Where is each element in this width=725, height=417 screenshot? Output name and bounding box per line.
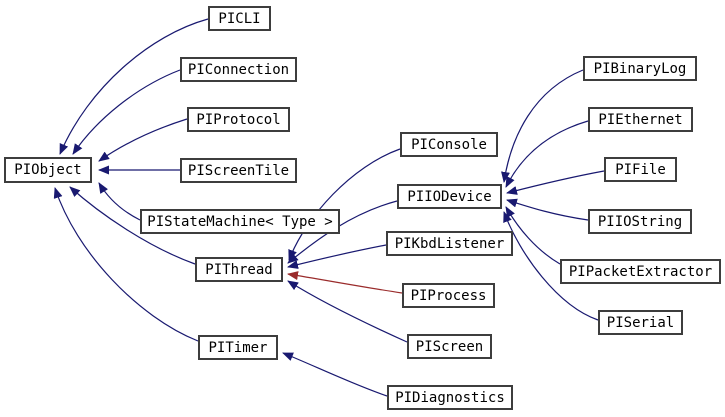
- node-picli[interactable]: PICLI: [208, 6, 271, 31]
- edge-pidiagnostics-pitimer: [282, 352, 388, 397]
- edge-piethernet-piiodevice: [505, 120, 589, 188]
- node-piobject: PIObject: [4, 157, 92, 183]
- edge-pithread-piobject: [69, 186, 196, 265]
- node-piprotocol[interactable]: PIProtocol: [187, 107, 290, 132]
- edge-pitimer-piobject: [53, 187, 199, 342]
- node-piscreen[interactable]: PIScreen: [407, 334, 492, 359]
- node-pibinarylog[interactable]: PIBinaryLog: [583, 56, 697, 81]
- node-piethernet[interactable]: PIEthernet: [588, 107, 693, 132]
- edge-piserial-piiodevice: [503, 211, 599, 321]
- edge-piconsole-pithread: [288, 148, 401, 261]
- node-pithread[interactable]: PIThread: [195, 257, 283, 282]
- edge-pifile-piiodevice: [506, 170, 605, 195]
- edge-piiostring-piiodevice: [506, 198, 589, 221]
- node-pipacketextractor[interactable]: PIPacketExtractor: [560, 259, 721, 284]
- edge-pikbdlistener-pithread: [287, 244, 387, 269]
- node-piserial[interactable]: PISerial: [598, 310, 683, 335]
- node-piscreentile[interactable]: PIScreenTile: [180, 158, 297, 183]
- node-pistatemachine[interactable]: PIStateMachine< Type >: [140, 209, 340, 234]
- edge-piscreen-pithread: [287, 280, 408, 343]
- edge-piconnection-piobject: [72, 69, 181, 155]
- node-pikbdlistener[interactable]: PIKbdListener: [386, 231, 513, 256]
- edge-piprotocol-piobject: [98, 118, 188, 162]
- node-pidiagnostics[interactable]: PIDiagnostics: [387, 385, 513, 410]
- edge-pistatemachine-piobject: [98, 182, 141, 221]
- node-pifile[interactable]: PIFile: [604, 157, 677, 182]
- node-pitimer[interactable]: PITimer: [198, 335, 278, 360]
- node-piconsole[interactable]: PIConsole: [400, 132, 498, 157]
- edge-picli-piobject: [59, 18, 209, 155]
- node-piprocess[interactable]: PIProcess: [402, 283, 495, 308]
- edge-pibinarylog-piiodevice: [501, 69, 584, 183]
- node-piconnection[interactable]: PIConnection: [180, 57, 297, 82]
- node-piiodevice[interactable]: PIIODevice: [397, 184, 502, 209]
- node-piiostring[interactable]: PIIOString: [588, 209, 692, 234]
- edge-piprocess-pithread: [287, 271, 403, 294]
